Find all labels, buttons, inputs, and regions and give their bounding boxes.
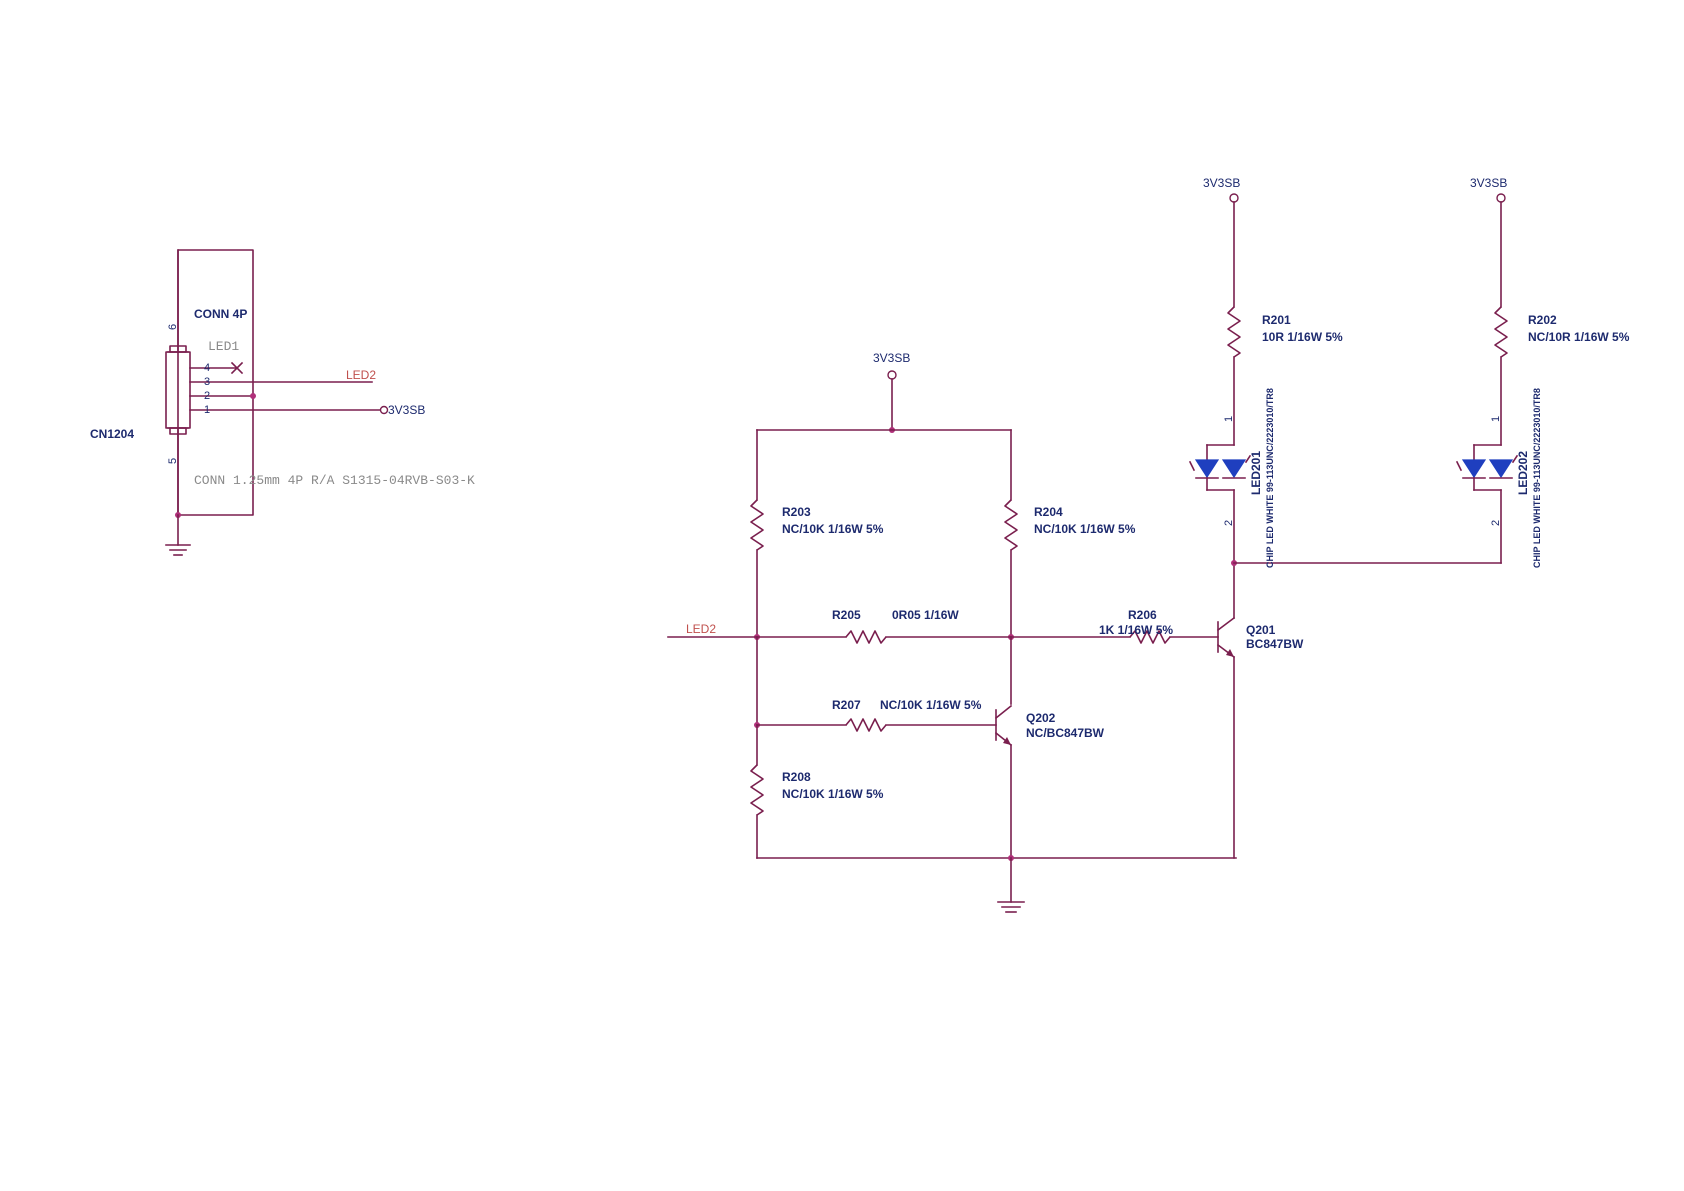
r205-ref: R205 (832, 608, 861, 622)
r201-resistor (1227, 306, 1241, 358)
r205-value: 0R05 1/16W (892, 608, 959, 622)
r206-resistor (1129, 630, 1171, 644)
r207-value: NC/10K 1/16W 5% (880, 698, 982, 712)
r206-ref: R206 (1128, 608, 1157, 622)
q201-ref: Q201 (1246, 623, 1276, 637)
q201-part: BC847BW (1246, 637, 1304, 651)
led202-part: CHIP LED WHITE 99-113UNC/2223010/TR8 (1532, 388, 1542, 568)
led-driver-circuit: 3V3SB LED2 (667, 351, 1304, 913)
r201-ref: R201 (1262, 313, 1291, 327)
led202-ref: LED202 (1516, 451, 1530, 495)
r205-resistor (845, 630, 887, 644)
q202-transistor (994, 704, 1013, 747)
r202-value: NC/10R 1/16W 5% (1528, 330, 1630, 344)
q201-transistor (1216, 616, 1236, 659)
led201-branch: 3V3SB R201 10R 1/16W 5% 1 2 LED201 CHIP … (1188, 176, 1502, 568)
power-label-3v3sb-led202: 3V3SB (1470, 176, 1507, 190)
q202-ref: Q202 (1026, 711, 1056, 725)
led201-ref: LED201 (1249, 451, 1263, 495)
pin-number-2: 2 (204, 390, 210, 402)
r203-value: NC/10K 1/16W 5% (782, 522, 884, 536)
led201-diode (1188, 454, 1252, 479)
r204-value: NC/10K 1/16W 5% (1034, 522, 1136, 536)
r208-value: NC/10K 1/16W 5% (782, 787, 884, 801)
r206-value: 1K 1/16W 5% (1099, 623, 1173, 637)
pin-number-6: 6 (167, 324, 179, 330)
r201-value: 10R 1/16W 5% (1262, 330, 1343, 344)
net-label-led2-driver: LED2 (686, 622, 716, 636)
q202-part: NC/BC847BW (1026, 726, 1105, 740)
r202-ref: R202 (1528, 313, 1557, 327)
led201-pin2: 2 (1223, 520, 1235, 526)
r208-ref: R208 (782, 770, 811, 784)
connector-part-label: CONN 1.25mm 4P R/A S1315-04RVB-S03-K (194, 473, 475, 488)
led201-pin1: 1 (1223, 416, 1235, 422)
led1-pin-label: LED1 (208, 339, 239, 354)
pin-number-4: 4 (204, 362, 210, 374)
connector-cn1204: CONN 4P CN1204 LED1 CONN 1.25mm 4P R/A S… (90, 249, 475, 556)
net-label-led2-connector: LED2 (346, 368, 376, 382)
led201-part: CHIP LED WHITE 99-113UNC/2223010/TR8 (1265, 388, 1275, 568)
led202-branch: 3V3SB R202 NC/10R 1/16W 5% 1 2 LED202 CH… (1455, 176, 1630, 568)
led202-pin1: 1 (1490, 416, 1502, 422)
pin-number-5: 5 (167, 458, 179, 464)
connector-ref-label: CN1204 (90, 427, 134, 441)
pin-number-3: 3 (204, 376, 210, 388)
led202-pin2: 2 (1490, 520, 1502, 526)
power-label-3v3sb-driver: 3V3SB (873, 351, 910, 365)
r204-ref: R204 (1034, 505, 1063, 519)
r204-resistor (1004, 499, 1018, 551)
r202-resistor (1494, 306, 1508, 358)
r203-resistor (750, 499, 764, 551)
r207-resistor (845, 718, 887, 732)
r207-ref: R207 (832, 698, 861, 712)
r208-resistor (750, 764, 764, 816)
led202-diode (1455, 454, 1519, 479)
r203-ref: R203 (782, 505, 811, 519)
power-label-3v3sb-led201: 3V3SB (1203, 176, 1240, 190)
net-label-3v3sb-connector: 3V3SB (388, 403, 425, 417)
pin-number-1: 1 (204, 404, 210, 416)
connector-type-label: CONN 4P (194, 307, 247, 321)
